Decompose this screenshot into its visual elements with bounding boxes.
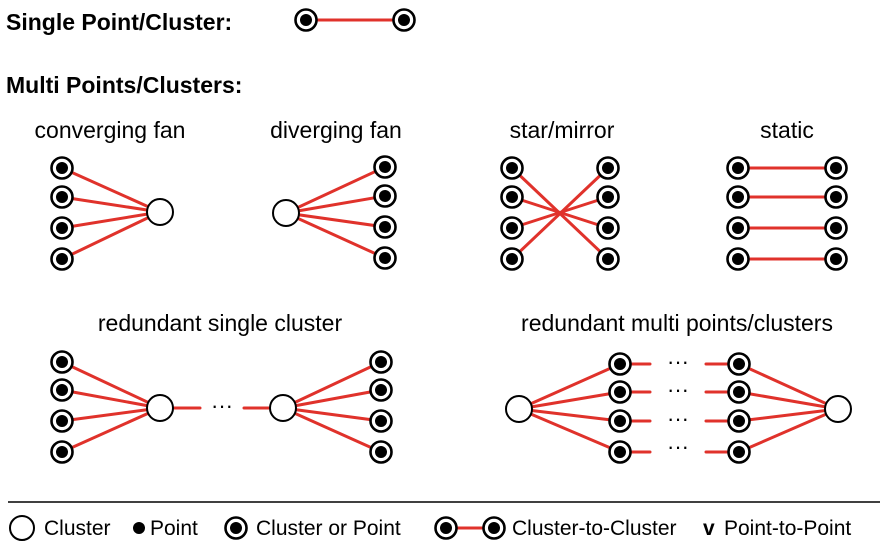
star-edge [510, 166, 610, 261]
ellipsis-row-3: ··· [667, 406, 689, 431]
ellipsis-row-4: ··· [667, 434, 689, 459]
cluster-or-point-dot [733, 358, 745, 370]
redundant-multi-fan-edge [737, 362, 840, 411]
cluster-or-point-dot [614, 386, 626, 398]
redundant-single-fan-edge [60, 388, 162, 410]
cluster-or-point-dot [56, 162, 68, 174]
redundant-single-fan-edge [60, 406, 162, 454]
cluster-or-point-dot [56, 222, 68, 234]
redundant-single-fan-edge [60, 406, 162, 423]
cluster-or-point-dot [379, 190, 391, 202]
diverging-edge [284, 211, 387, 260]
redundant-multi-fan-edge [517, 407, 622, 454]
redundant-multi-fan-edge [517, 407, 622, 423]
cluster-or-point-dot [56, 446, 68, 458]
cluster-or-point-dot [56, 356, 68, 368]
redundant-single-fan-edge [281, 406, 383, 423]
diverging-source-cluster [272, 199, 300, 227]
cluster-or-point-dot [379, 252, 391, 264]
cluster-or-point-dot [614, 358, 626, 370]
cluster-or-point-dot [733, 446, 745, 458]
redundant-single-left-cluster [146, 394, 174, 422]
cluster-or-point-dot [732, 253, 744, 265]
converging-target-cluster [146, 198, 174, 226]
cluster-or-point-dot [506, 253, 518, 265]
redundant-multi-fan-edge [517, 390, 622, 411]
multi-title: Multi Points/Clusters: [6, 72, 242, 98]
redundant-single-fan-edge [281, 388, 383, 410]
cluster-or-point-dot [56, 384, 68, 396]
ellipsis-row-2: ··· [667, 377, 689, 402]
redundant-multi-fan-edge [517, 362, 622, 411]
nodes-layer [9, 8, 852, 541]
legend-cluster-icon [9, 515, 35, 541]
redundant-multi-left-cluster [505, 395, 533, 423]
redundant-multi-fan-edge [737, 407, 840, 454]
cluster-or-point-dot [602, 191, 614, 203]
converging-edge [60, 210, 162, 230]
cluster-or-point-dot [830, 191, 842, 203]
ellipsis-single: ··· [211, 393, 233, 418]
cluster-or-point-dot [602, 253, 614, 265]
cluster-or-point-dot [602, 162, 614, 174]
redundant-single-fan-edge [60, 360, 162, 410]
cluster-or-point-dot [732, 191, 744, 203]
diverging-edge [284, 165, 387, 215]
cluster-or-point-dot [614, 446, 626, 458]
cluster-or-point-dot [56, 253, 68, 265]
cluster-or-point-dot [300, 14, 312, 26]
redundant-single-fan-edge [281, 406, 383, 454]
label-converging-fan: converging fan [35, 117, 186, 143]
cluster-or-point-dot [379, 161, 391, 173]
cluster-or-point-dot [398, 14, 410, 26]
cluster-or-point-dot [488, 522, 500, 534]
cluster-or-point-dot [830, 222, 842, 234]
legend-cluster-or-point-label: Cluster or Point [256, 517, 401, 540]
cluster-or-point-dot [440, 522, 452, 534]
label-diverging-fan: diverging fan [270, 117, 402, 143]
cluster-or-point-dot [830, 162, 842, 174]
cluster-or-point-dot [732, 222, 744, 234]
cluster-or-point-dot [733, 415, 745, 427]
cluster-or-point-dot [56, 191, 68, 203]
label-star-mirror: star/mirror [510, 117, 615, 143]
diverging-edge [284, 194, 387, 215]
legend-c2c-label: Cluster-to-Cluster [512, 517, 677, 540]
legend-p2p-label: Point-to-Point [724, 517, 851, 540]
cluster-or-point-dot [506, 191, 518, 203]
ellipsis-row-1: ··· [667, 349, 689, 374]
label-redundant-single-cluster: redundant single cluster [98, 310, 343, 336]
converging-edge [60, 210, 162, 261]
cluster-or-point-dot [506, 222, 518, 234]
legend-point-icon [133, 522, 145, 534]
legend-cluster-label: Cluster [44, 517, 111, 540]
redundant-single-fan-edge [281, 360, 383, 410]
converging-edge [60, 166, 162, 214]
cluster-or-point-dot [375, 384, 387, 396]
cluster-or-point-dot [830, 253, 842, 265]
legend-v-label: v [703, 517, 715, 540]
redundant-single-right-cluster [269, 394, 297, 422]
redundant-multi-right-cluster [824, 395, 852, 423]
cluster-or-point-dot [375, 356, 387, 368]
redundant-multi-fan-edge [737, 407, 840, 423]
cluster-or-point-dot [56, 415, 68, 427]
cluster-or-point-dot [732, 162, 744, 174]
cluster-or-point-dot [230, 522, 242, 534]
label-redundant-multi: redundant multi points/clusters [521, 310, 833, 336]
cluster-or-point-dot [614, 415, 626, 427]
cluster-or-point-dot [733, 386, 745, 398]
cluster-or-point-dot [506, 162, 518, 174]
label-static: static [760, 117, 814, 143]
diverging-edge [284, 211, 387, 229]
redundant-multi-fan-edge [737, 390, 840, 411]
cluster-or-point-dot [379, 221, 391, 233]
legend-point-label: Point [150, 517, 198, 540]
cluster-or-point-dot [375, 446, 387, 458]
converging-edge [60, 195, 162, 214]
cluster-or-point-dot [602, 222, 614, 234]
cluster-or-point-dot [375, 415, 387, 427]
single-title: Single Point/Cluster: [6, 9, 232, 35]
